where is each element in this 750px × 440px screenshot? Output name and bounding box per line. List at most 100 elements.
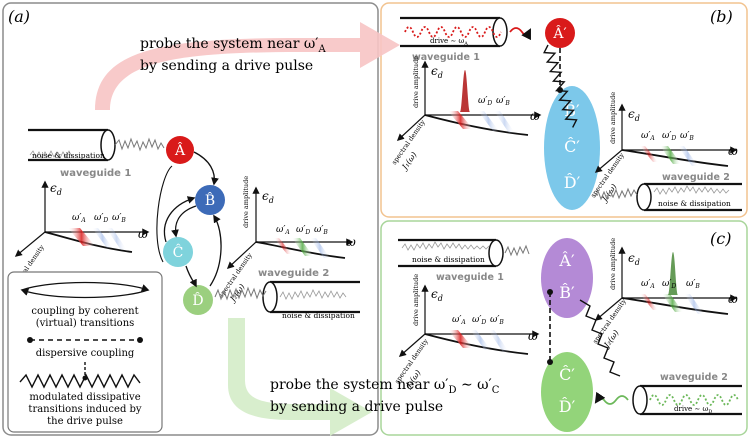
svg-text:ω′D: ω′D: [662, 279, 676, 290]
svg-text:ω′B: ω′B: [314, 225, 328, 236]
probe-c-line1: probe the system near ω′D ∼ ω′C: [270, 377, 500, 396]
node-A: [166, 136, 194, 164]
panel-b-frame: [380, 2, 748, 218]
ellipse-AB-prime: [541, 238, 593, 318]
svg-text:ω: ω: [728, 144, 738, 158]
svg-text:noise & dissipation: noise & dissipation: [282, 311, 355, 320]
svg-text:drive amplitude: drive amplitude: [242, 176, 250, 228]
svg-text:B̂: B̂: [205, 191, 215, 209]
svg-text:waveguide 2: waveguide 2: [660, 372, 728, 383]
svg-text:ω′A: ω′A: [72, 213, 86, 224]
svg-text:ω: ω: [728, 292, 738, 306]
svg-text:ϵd: ϵd: [431, 287, 443, 303]
svg-text:Â′: Â′: [558, 250, 575, 270]
svg-text:ω: ω: [530, 109, 540, 123]
panel-b-waveguide-1: drive ∼ ωA: [400, 16, 531, 48]
node-C: [163, 237, 193, 267]
svg-text:ω′D: ω′D: [296, 225, 310, 236]
svg-text:ω′D: ω′D: [478, 96, 492, 107]
waveguide-1-label-a: waveguide 1: [60, 168, 131, 179]
drive-a-label: drive ∼ ωA: [430, 37, 468, 47]
svg-text:ω′B: ω′B: [112, 213, 126, 224]
panel-b-nodes: Â′ B̂′ Ĉ′ D̂′: [543, 18, 600, 210]
svg-text:noise & dissipation: noise & dissipation: [412, 255, 485, 264]
node-D: [183, 285, 213, 315]
svg-text:drive amplitude: drive amplitude: [609, 92, 617, 144]
svg-text:waveguide 1: waveguide 1: [436, 272, 504, 283]
svg-text:ω′D: ω′D: [472, 315, 486, 326]
eps-label-a1: ϵd: [50, 181, 62, 197]
svg-text:ω′D: ω′D: [94, 213, 108, 224]
svg-text:B̂′: B̂′: [559, 283, 575, 302]
drive-peak-c: [668, 252, 678, 295]
svg-text:ω′A: ω′A: [641, 131, 655, 142]
svg-text:Â: Â: [174, 141, 186, 159]
svg-text:Ĉ′: Ĉ′: [559, 364, 575, 384]
svg-text:Ĉ: Ĉ: [173, 243, 184, 261]
node-B: [195, 185, 225, 215]
svg-text:D̂: D̂: [192, 291, 203, 309]
svg-text:drive ∼ ωD: drive ∼ ωD: [674, 405, 712, 415]
svg-text:Â′: Â′: [552, 24, 566, 42]
node-A-prime: [545, 18, 575, 48]
svg-text:noise & dissipation: noise & dissipation: [658, 199, 731, 208]
panel-a-axes-2: ϵd ω′A ω′D ω′B ω drive amplitude spectra…: [217, 176, 356, 305]
panel-a-nodes: Â B̂ Ĉ D̂: [156, 136, 225, 315]
svg-text:ω: ω: [138, 227, 148, 241]
svg-text:ω: ω: [346, 235, 356, 249]
panel-a-label: (a): [8, 7, 30, 26]
svg-text:drive amplitude: drive amplitude: [412, 274, 420, 326]
svg-text:ω′B: ω′B: [686, 279, 700, 290]
svg-text:ω′B: ω′B: [496, 96, 510, 107]
noise-label-a1: noise & dissipation: [32, 151, 105, 160]
svg-text:waveguide 2: waveguide 2: [662, 172, 730, 183]
legend-mod-2: transitions induced by: [28, 404, 142, 415]
svg-text:waveguide 2: waveguide 2: [258, 268, 329, 279]
svg-text:D̂′: D̂′: [564, 173, 581, 192]
legend-box: coupling by coherent (virtual) transitio…: [7, 271, 163, 433]
legend-mod-3: the drive pulse: [47, 416, 123, 427]
panel-b-axes-2: ϵd drive amplitude ω′A ω′D ω′B ω spectra…: [589, 92, 738, 205]
panel-c-frame: [380, 220, 748, 436]
panel-c-label: (c): [710, 229, 731, 248]
probe-a-line2: by sending a drive pulse: [140, 58, 313, 74]
probe-c-line2: by sending a drive pulse: [270, 399, 443, 415]
svg-text:D̂′: D̂′: [559, 397, 576, 416]
svg-text:waveguide 1: waveguide 1: [412, 52, 480, 63]
ellipse-BCD-prime: [544, 86, 600, 210]
probe-a-line1: probe the system near ω′A: [140, 36, 326, 55]
svg-text:ϵd: ϵd: [628, 107, 640, 123]
svg-text:ω′D: ω′D: [662, 131, 676, 142]
legend-mod-1: modulated dissipative: [29, 392, 140, 403]
svg-text:ϵd: ϵd: [628, 251, 640, 267]
probe-arrow-green: [228, 318, 372, 436]
svg-text:ω: ω: [528, 329, 538, 343]
svg-text:drive amplitude: drive amplitude: [412, 56, 420, 108]
panel-b-axes-1: waveguide 1 ϵd drive amplitude ω′D ω′B ω…: [390, 52, 542, 173]
panel-c-axes-1: ϵd drive amplitude ω′A ω′D ω′B ω spectra…: [393, 274, 540, 391]
panel-a-frame: [2, 2, 379, 436]
svg-text:ϵd: ϵd: [262, 189, 274, 205]
panel-c-axes-2: ϵd drive amplitude ω′A ω′D ω′B ω spectra…: [591, 238, 738, 351]
svg-text:ω′A: ω′A: [452, 315, 466, 326]
panel-b-waveguide-2: waveguide 2 noise & dissipation: [594, 172, 742, 212]
svg-text:ϵd: ϵd: [431, 64, 443, 80]
drive-peak-b: [460, 70, 470, 112]
probe-arrow-pink: [95, 22, 400, 110]
panel-a-waveguide-1: noise & dissipation waveguide 1: [28, 128, 165, 179]
svg-text:ω′B: ω′B: [680, 131, 694, 142]
legend-coherent-2: (virtual) transitions: [36, 318, 135, 329]
panel-c-waveguide-1: noise & dissipation waveguide 1: [398, 238, 530, 283]
ellipse-CD-prime: [541, 352, 593, 432]
svg-text:Ĉ′: Ĉ′: [564, 136, 580, 156]
panel-a-waveguide-2: waveguide 2 noise & dissipation: [214, 268, 360, 320]
panel-c-waveguide-2: waveguide 2 drive ∼ ωD: [594, 372, 742, 416]
legend-coherent-1: coupling by coherent: [31, 306, 138, 317]
svg-text:drive amplitude: drive amplitude: [609, 238, 617, 290]
svg-text:ω′A: ω′A: [641, 279, 655, 290]
panel-b-label: (b): [710, 7, 733, 26]
svg-text:ω′B: ω′B: [490, 315, 504, 326]
panel-c-nodes: Â′ B̂′ Ĉ′ D̂′: [541, 238, 621, 432]
svg-text:ω′A: ω′A: [276, 225, 290, 236]
